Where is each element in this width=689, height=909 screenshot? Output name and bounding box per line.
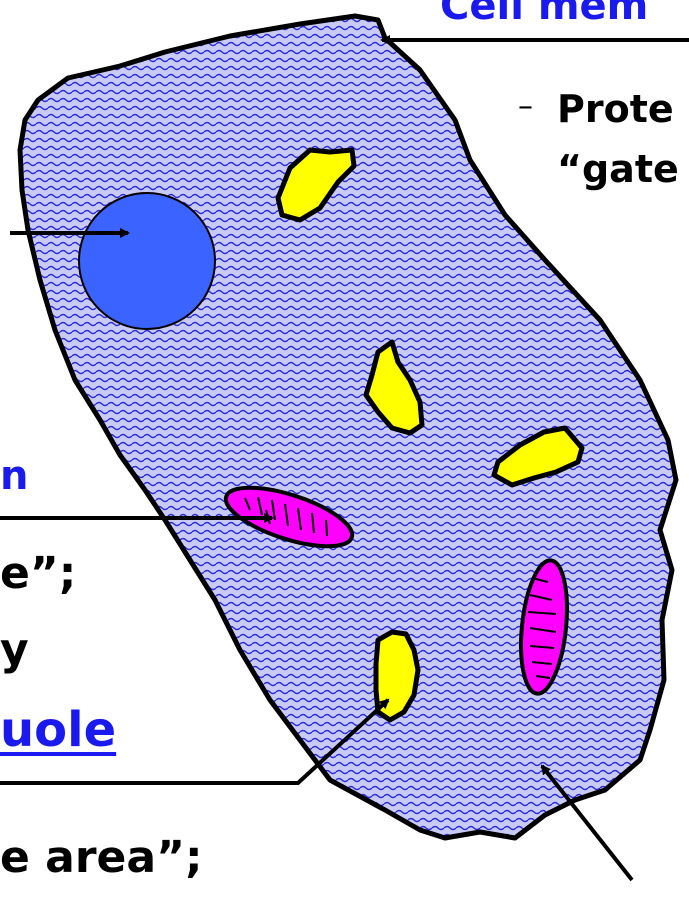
mitochondrion-desc-line1: e”; (0, 552, 76, 596)
vacuole-desc: e area”; (0, 836, 203, 880)
membrane-dash: – (518, 92, 533, 122)
mitochondrion-desc-line2: y (0, 628, 29, 672)
cell-membrane-label: Cell mem (440, 0, 648, 26)
cell-body (20, 16, 676, 838)
protein-label-line2: “gate (557, 150, 679, 188)
mitochondrion-label: n (0, 456, 28, 496)
nucleus (79, 193, 215, 329)
vacuole-label: uole (0, 706, 116, 754)
protein-label-line1: Prote (557, 90, 674, 128)
